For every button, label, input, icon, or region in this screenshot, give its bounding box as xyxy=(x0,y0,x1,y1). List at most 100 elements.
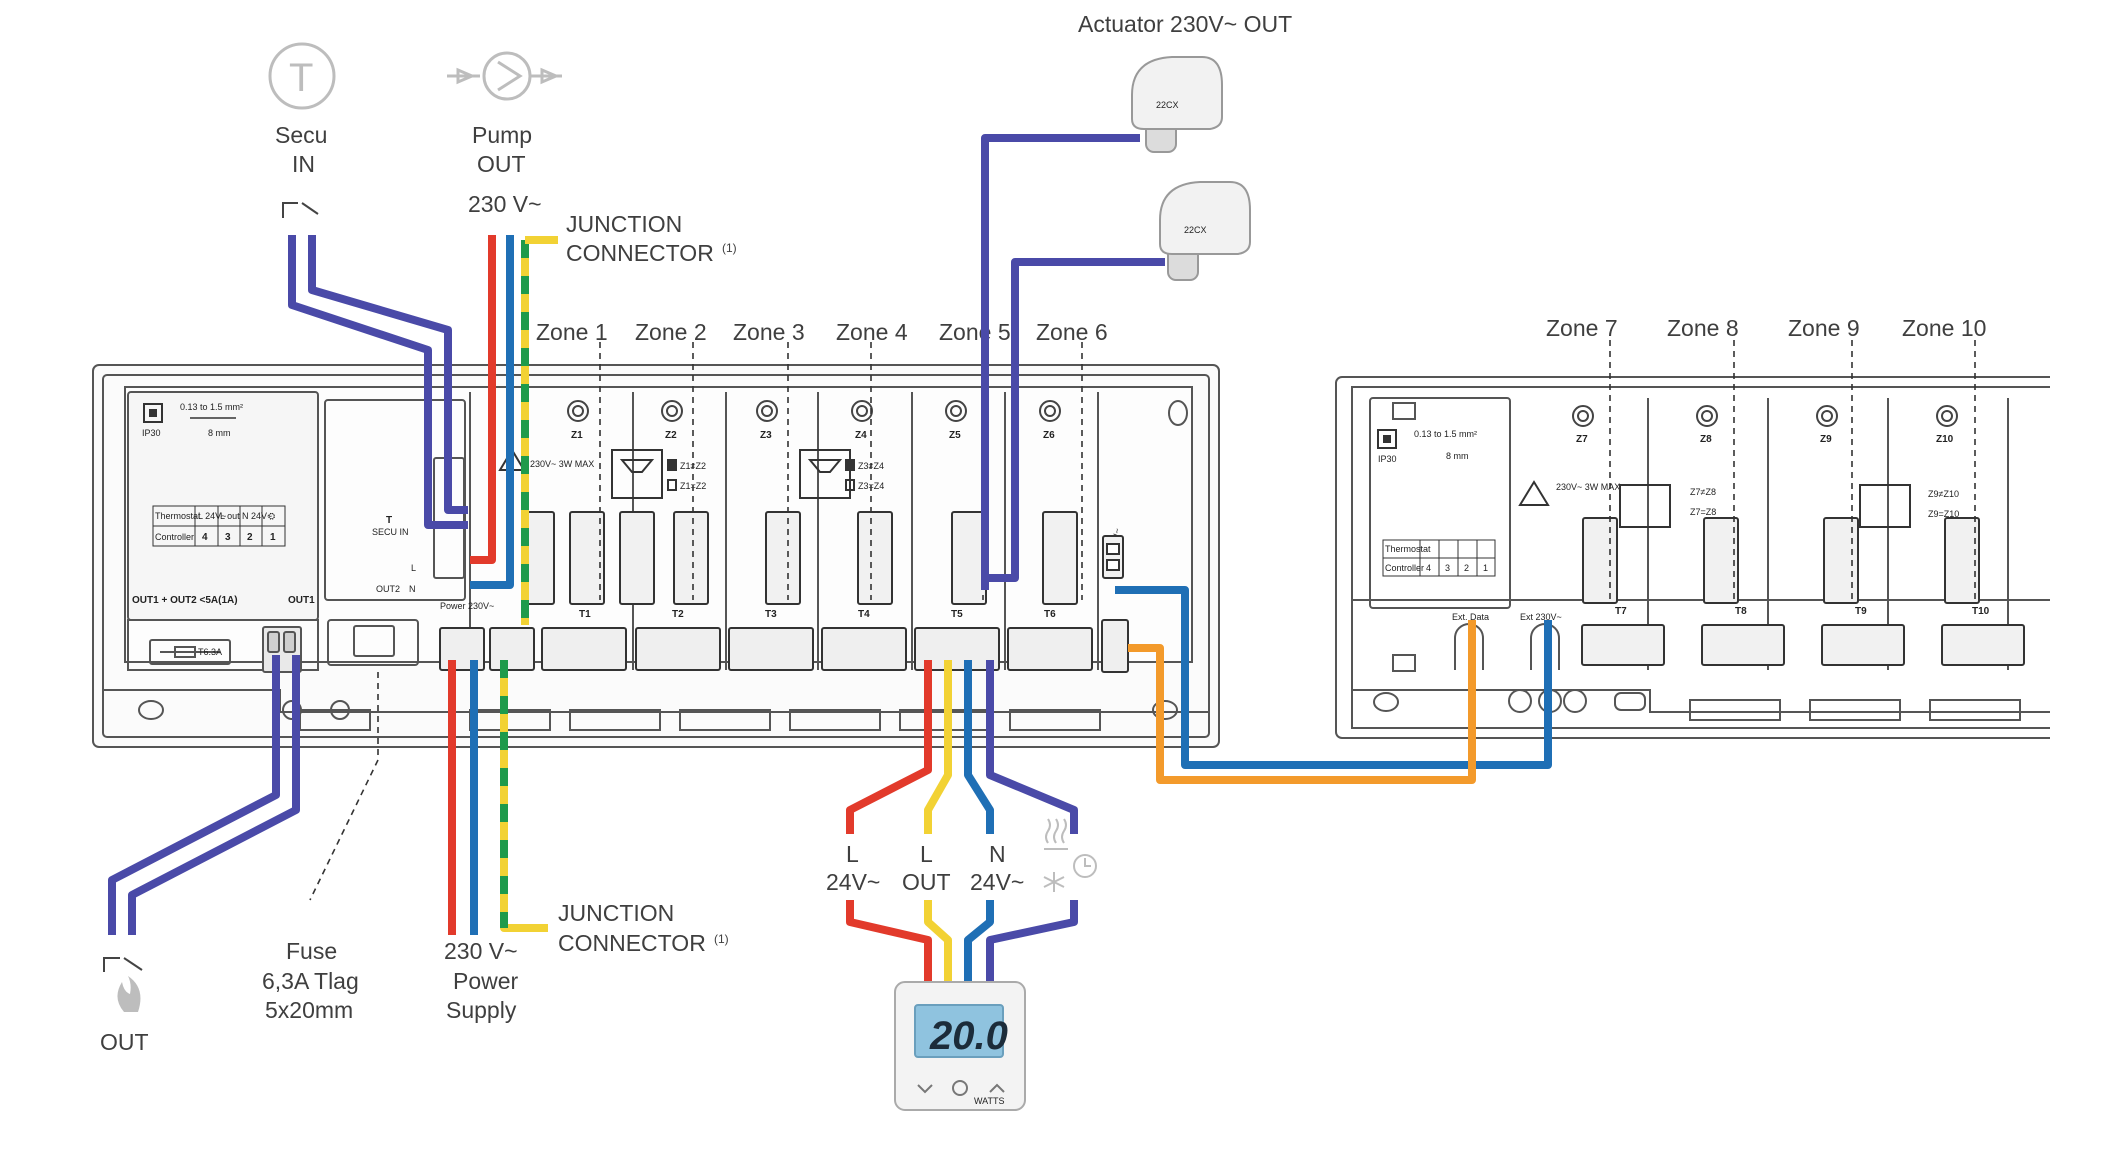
terminal-t1: T1 xyxy=(579,609,591,620)
terminal-t10: T10 xyxy=(1972,606,1990,617)
svg-text:OUT1 + OUT2 <5A(1A): OUT1 + OUT2 <5A(1A) xyxy=(132,595,238,606)
svg-text:Thermostat: Thermostat xyxy=(155,511,201,521)
terminal-t2: T2 xyxy=(672,609,684,620)
svg-text:3: 3 xyxy=(1445,563,1450,573)
svg-text:IP30: IP30 xyxy=(142,428,161,438)
zone-label-2: Zone 2 xyxy=(635,319,707,345)
term-l-label: L xyxy=(846,841,859,867)
terminal-t6: T6 xyxy=(1044,609,1056,620)
terminal-t4: T4 xyxy=(858,609,870,620)
svg-text:Z7=Z8: Z7=Z8 xyxy=(1690,507,1716,517)
zone-code-9: Z9 xyxy=(1820,434,1832,445)
junction-bottom-note: (1) xyxy=(714,932,729,946)
svg-text:4: 4 xyxy=(202,532,208,543)
fuse-rating-label: 6,3A Tlag xyxy=(262,968,359,994)
svg-text:230V~ 3W MAX: 230V~ 3W MAX xyxy=(1556,482,1620,492)
svg-text:OUT: OUT xyxy=(100,1029,149,1055)
svg-text:T: T xyxy=(386,515,392,526)
svg-text:L out: L out xyxy=(220,511,240,521)
zone-label-9: Zone 9 xyxy=(1788,315,1860,341)
svg-text:L: L xyxy=(411,563,416,573)
terminal-t3: T3 xyxy=(765,609,777,620)
term-l24-label: 24V~ xyxy=(826,869,880,895)
svg-text:IP30: IP30 xyxy=(1378,454,1397,464)
junction-top-label-2: CONNECTOR xyxy=(566,240,714,266)
svg-text:N: N xyxy=(409,584,416,594)
zone-label-6: Zone 6 xyxy=(1036,319,1108,345)
pump-voltage-label: 230 V~ xyxy=(468,191,542,217)
svg-text:3: 3 xyxy=(225,532,231,543)
zone-label-5: Zone 5 xyxy=(939,319,1011,345)
power-label: Power xyxy=(453,968,519,994)
svg-text:230V~ 3W MAX: 230V~ 3W MAX xyxy=(530,459,594,469)
term-n-label: N xyxy=(989,841,1006,867)
extension-connectors xyxy=(1581,517,2025,666)
extension-module xyxy=(1335,376,2050,739)
svg-text:SECU IN: SECU IN xyxy=(372,527,409,537)
svg-text:1: 1 xyxy=(270,532,276,543)
svg-text:4: 4 xyxy=(1426,563,1431,573)
zone-label-3: Zone 3 xyxy=(733,319,805,345)
actuator-2: 22CX xyxy=(1159,181,1251,281)
svg-text:IN: IN xyxy=(292,151,315,177)
power-voltage-label: 230 V~ xyxy=(444,938,518,964)
boiler-out-symbol: OUT xyxy=(100,957,149,1055)
zone-label-1: Zone 1 xyxy=(536,319,608,345)
svg-text:Secu: Secu xyxy=(275,122,327,148)
zone-code-4: Z4 xyxy=(855,430,867,441)
svg-text:Z9≠Z10: Z9≠Z10 xyxy=(1928,489,1959,499)
main-controller xyxy=(92,364,1220,748)
svg-text:Controller: Controller xyxy=(1385,563,1424,573)
pump-symbol xyxy=(447,51,562,101)
power-supply-label: Supply xyxy=(446,997,517,1023)
zone-code-10: Z10 xyxy=(1936,434,1954,445)
zone-label-10: Zone 10 xyxy=(1902,315,1986,341)
zone-code-5: Z5 xyxy=(949,430,961,441)
zone-code-7: Z7 xyxy=(1576,434,1588,445)
main-terminal-blocks xyxy=(439,619,1129,673)
svg-text:Z9=Z10: Z9=Z10 xyxy=(1928,509,1959,519)
zone-code-3: Z3 xyxy=(760,430,772,441)
junction-top-label: JUNCTION xyxy=(566,211,682,237)
term-n24-label: 24V~ xyxy=(970,869,1024,895)
actuator-1: 22CX xyxy=(1131,56,1223,153)
svg-text:N 24V~: N 24V~ xyxy=(242,511,272,521)
junction-top-note: (1) xyxy=(722,241,737,255)
term-out-label: OUT xyxy=(902,869,951,895)
main-zone-leds xyxy=(567,400,1061,422)
main-upper-connectors xyxy=(525,511,1124,605)
terminal-t7: T7 xyxy=(1615,606,1627,617)
zone-code-1: Z1 xyxy=(571,430,583,441)
svg-text:T: T xyxy=(289,56,313,100)
zone-code-2: Z2 xyxy=(665,430,677,441)
terminal-t9: T9 xyxy=(1855,606,1867,617)
svg-text:Z7≠Z8: Z7≠Z8 xyxy=(1690,487,1716,497)
svg-text:Controller: Controller xyxy=(155,532,194,542)
secu-symbol: T Secu IN xyxy=(268,42,336,218)
svg-text:22CX: 22CX xyxy=(1156,100,1179,110)
extension-labels: IP30 0.13 to 1.5 mm² 8 mm Thermostat Con… xyxy=(1377,429,1959,622)
svg-text:22CX: 22CX xyxy=(1184,225,1207,235)
svg-text:L 24V~: L 24V~ xyxy=(198,511,226,521)
zone-label-7: Zone 7 xyxy=(1546,315,1618,341)
svg-text:0.13 to 1.5 mm²: 0.13 to 1.5 mm² xyxy=(180,402,243,412)
terminal-t8: T8 xyxy=(1735,606,1747,617)
svg-text:1: 1 xyxy=(1483,563,1488,573)
terminal-t5: T5 xyxy=(951,609,963,620)
room-thermostat: 20.0 WATTS xyxy=(894,981,1026,1111)
svg-text:8 mm: 8 mm xyxy=(208,428,231,438)
svg-text:20.0: 20.0 xyxy=(929,1014,1008,1058)
zone-label-4: Zone 4 xyxy=(836,319,908,345)
svg-text:8 mm: 8 mm xyxy=(1446,451,1469,461)
zone-code-6: Z6 xyxy=(1043,430,1055,441)
pump-label: Pump xyxy=(472,122,532,148)
junction-bottom-label-2: CONNECTOR xyxy=(558,930,706,956)
svg-text:2: 2 xyxy=(247,532,253,543)
wires xyxy=(108,134,1552,985)
svg-text:T6.3A: T6.3A xyxy=(198,647,222,657)
fuse-label: Fuse xyxy=(286,938,337,964)
svg-text:Ext. Data: Ext. Data xyxy=(1452,612,1489,622)
svg-text:OUT1: OUT1 xyxy=(288,595,315,606)
svg-text:WATTS: WATTS xyxy=(974,1096,1005,1106)
